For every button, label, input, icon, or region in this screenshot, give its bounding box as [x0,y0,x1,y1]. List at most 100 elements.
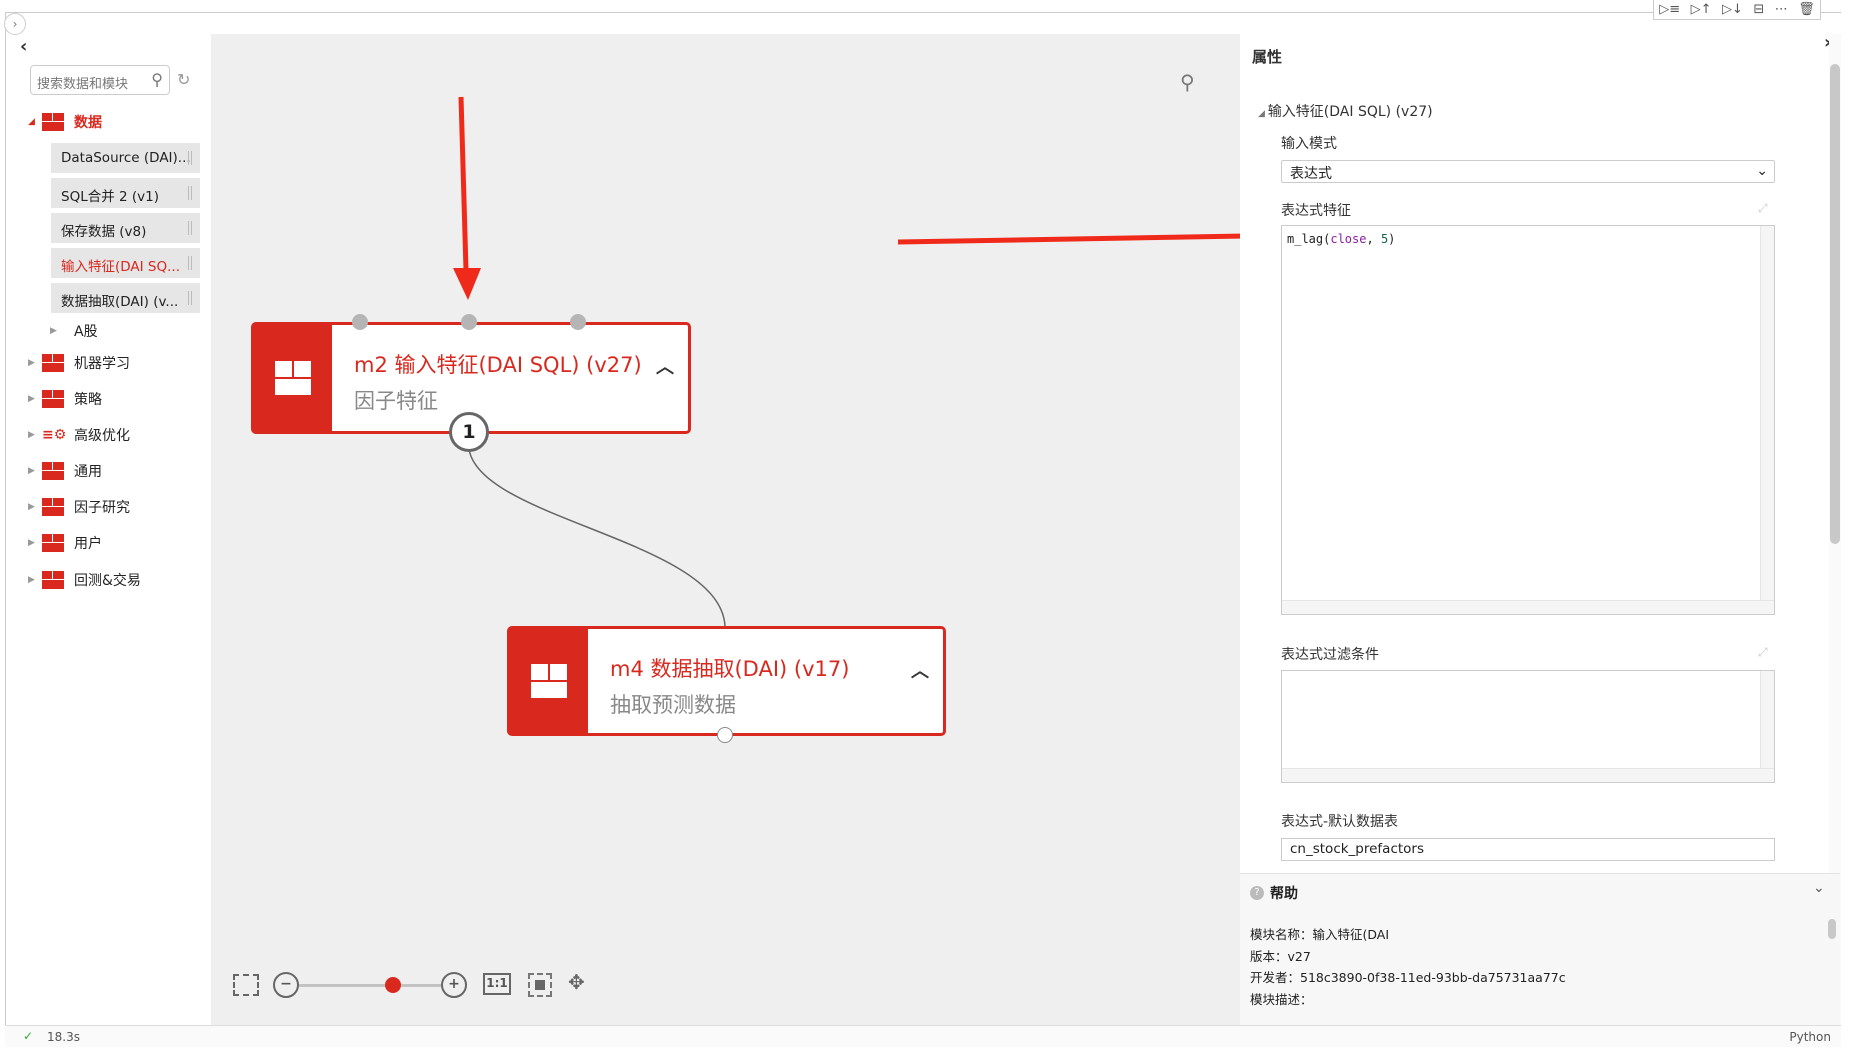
panel-title: 属性 [1252,48,1283,66]
panel-scrollbar[interactable] [1829,34,1841,1025]
category-strategy[interactable]: ▶策略 [28,386,102,412]
category-data[interactable]: ◢ 数据 [28,109,102,135]
node-m4[interactable]: m4 数据抽取(DAI) (v17)抽取预测数据︿ [507,626,946,736]
annotation-arrowhead-down [453,268,481,300]
filter-label: 表达式过滤条件 [1281,647,1379,663]
search-placeholder: 搜索数据和模块 [37,77,129,92]
annotation-arrow-right [897,233,1246,245]
collapsed-triangle-icon: ▶ [28,538,35,548]
list-item-active[interactable]: 输入特征(DAI SQ... [51,248,200,278]
expand-editor-icon[interactable]: ⤢ [1758,645,1768,659]
search-icon[interactable]: ⚲ [151,70,163,89]
category-label: 回测&交易 [74,573,141,589]
help-title[interactable]: 帮助 [1270,886,1298,902]
zoom-out-button[interactable]: − [273,972,299,998]
filter-editor[interactable] [1281,670,1775,783]
zoom-slider[interactable] [299,984,441,987]
connection-line [468,448,726,627]
node-module-icon [510,629,588,733]
refresh-icon[interactable]: ↻ [177,70,191,89]
input-port[interactable] [461,314,477,330]
center-icon[interactable] [528,973,552,997]
expanded-triangle-icon: ◢ [28,117,35,127]
run-below-icon[interactable]: ▷↓ [1721,1,1743,17]
language-label: Python [1789,1030,1831,1044]
drag-handle-icon[interactable] [188,291,192,305]
help-content: 模块名称：输入特征(DAI 版本：v27 开发者：518c3890-0f38-1… [1250,924,1566,1010]
category-factor-research[interactable]: ▶因子研究 [28,494,130,520]
help-line: 版本：v27 [1250,948,1311,964]
split-icon[interactable]: ⊟ [1753,1,1765,17]
help-line: 开发者：518c3890-0f38-11ed-93bb-da75731aa77c [1250,970,1566,985]
category-backtest[interactable]: ▶回测&交易 [28,567,141,593]
canvas-search-icon[interactable]: ⚲ [1180,70,1195,94]
help-line: 模块名称：输入特征(DAI [1250,927,1390,942]
help-panel: ? 帮助 ⌄ 模块名称：输入特征(DAI 版本：v27 开发者：518c3890… [1240,873,1840,1025]
category-optimization[interactable]: ▶ ≡⚙ 高级优化 [28,422,130,448]
code-arg: close [1330,232,1367,246]
expr-editor[interactable]: m_lag(close, 5) [1281,225,1775,615]
output-port[interactable]: 1 [449,412,489,452]
actual-size-button[interactable]: 1:1 [483,973,511,995]
pan-icon[interactable]: ✥ [568,970,585,994]
help-line: 模块描述： [1250,991,1313,1007]
zoom-slider-thumb[interactable] [385,977,401,993]
node-module-icon [254,325,332,431]
drag-handle-icon[interactable] [188,151,192,165]
expand-editor-icon[interactable]: ⤢ [1758,201,1768,215]
expand-left-button[interactable]: › [4,13,26,35]
category-general[interactable]: ▶通用 [28,458,102,484]
subfolder-a-share[interactable]: ▶A股 [50,318,98,344]
list-item[interactable]: 保存数据 (v8) [51,213,200,243]
gear-list-icon: ≡⚙ [42,427,67,443]
module-icon [42,390,64,408]
list-item[interactable]: 数据抽取(DAI) (v... [51,283,200,313]
collapse-chevron-icon[interactable]: ︿ [656,357,674,378]
category-label: 数据 [74,115,102,131]
category-ml[interactable]: ▶机器学习 [28,350,130,376]
fit-screen-icon[interactable] [233,974,259,996]
module-icon [42,571,64,589]
drag-handle-icon[interactable] [188,186,192,200]
node-title: m4 数据抽取(DAI) (v17) [610,657,850,681]
code-sep: , [1366,232,1381,246]
more-icon[interactable]: ⋯ [1774,1,1788,17]
chevron-down-icon[interactable]: ⌄ [1813,880,1825,896]
drag-handle-icon[interactable] [188,256,192,270]
help-scrollbar-thumb[interactable] [1828,919,1836,939]
editor-scrollbar[interactable] [1760,226,1774,614]
collapsed-triangle-icon: ▶ [28,430,35,440]
scrollbar-thumb[interactable] [1830,64,1840,544]
editor-hscrollbar[interactable] [1282,768,1774,782]
editor-hscrollbar[interactable] [1282,600,1774,614]
ml-icon [42,354,64,372]
input-port[interactable] [570,314,586,330]
editor-scrollbar[interactable] [1760,671,1774,782]
section-header[interactable]: ◢ 输入特征(DAI SQL) (v27) [1258,101,1433,121]
item-label: DataSource (DAI)... [61,150,191,166]
output-port[interactable] [717,727,733,743]
list-item[interactable]: SQL合并 2 (v1) [51,178,200,208]
annotation-arrow-down [458,96,469,271]
list-item[interactable]: DataSource (DAI)... [51,143,200,173]
default-table-input[interactable]: cn_stock_prefactors [1281,838,1775,861]
category-user[interactable]: ▶ 用户 [28,530,102,556]
zoom-in-button[interactable]: + [441,972,467,998]
trash-icon[interactable]: 🗑 [1798,1,1815,17]
run-above-icon[interactable]: ▷↑ [1690,1,1712,17]
category-label: 因子研究 [74,500,130,516]
input-mode-select[interactable]: 表达式⌄ [1281,160,1775,183]
status-bar: ✓ 18.3s Python [5,1025,1841,1047]
collapse-sidebar-icon[interactable]: ‹ [20,36,28,57]
app-frame [5,12,1841,1047]
drag-handle-icon[interactable] [188,221,192,235]
workflow-canvas[interactable] [211,34,1240,1025]
collapse-panel-icon[interactable]: › [1824,32,1832,53]
module-icon [42,534,64,552]
run-indent-icon[interactable]: ▷≡ [1659,1,1681,17]
collapse-chevron-icon[interactable]: ︿ [911,661,929,682]
input-port[interactable] [352,314,368,330]
category-label: 用户 [74,536,102,552]
category-label: 高级优化 [74,428,130,444]
search-input[interactable]: 搜索数据和模块 ⚲ [30,65,170,95]
